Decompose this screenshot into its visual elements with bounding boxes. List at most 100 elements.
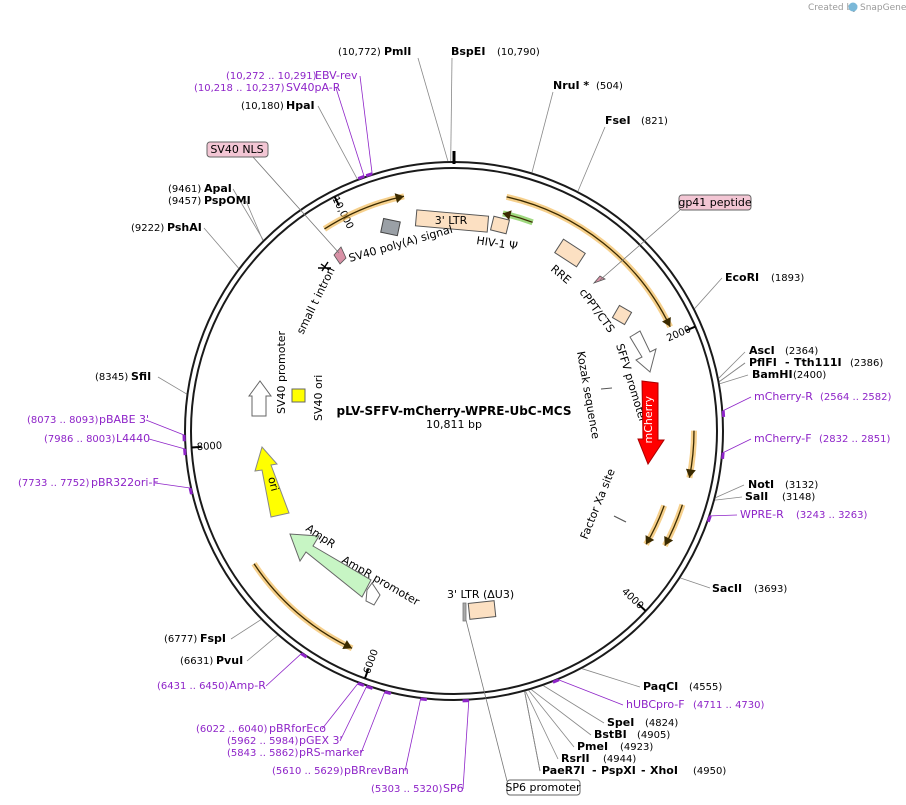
orf-arc-head-6 [502, 210, 512, 221]
site-pmli[interactable]: PmlI [384, 45, 411, 58]
primer-pbabe3[interactable]: pBABE 3' [99, 413, 149, 426]
ampr-arrow [289, 533, 372, 598]
plasmid-name: pLV-SFFV-mCherry-WPRE-UbC-MCS [337, 404, 572, 418]
primer-pbrrevbam[interactable]: pBRrevBam [344, 764, 409, 777]
ltr-small-box [611, 304, 633, 326]
site-tth111i[interactable]: Tth111I [794, 356, 842, 369]
sv40-polya-box [380, 217, 401, 237]
tick-mark-0 [685, 325, 696, 332]
primer-pbrrevbam-pos: (5610 .. 5629) [272, 766, 344, 777]
site-paer7i[interactable]: PaeR7I [542, 764, 585, 777]
primer-amp-r[interactable]: Amp-R [229, 679, 266, 692]
sv40-nls-marker [333, 246, 347, 265]
leader-site-paqci-12 [581, 668, 641, 688]
cppt-label: cPPT/CTS [577, 286, 618, 335]
sp6-promoter-leader [465, 619, 508, 782]
site-pvui-pos: (6631) [180, 656, 213, 667]
site-hpai[interactable]: HpaI [286, 99, 315, 112]
primer-sp6[interactable]: SP6 [443, 782, 464, 795]
credit-prefix: Created by [808, 3, 858, 13]
site-fspi[interactable]: FspI [200, 632, 226, 645]
site-pspxi[interactable]: PspXI [601, 764, 636, 777]
site-ecori-pos: (1893) [771, 273, 804, 284]
site-dash-2: - [592, 764, 597, 777]
sv40-promoter-label: SV40 promoter [275, 330, 288, 414]
site-ecori[interactable]: EcoRI [725, 271, 759, 284]
orf-arc-head-5 [394, 193, 405, 203]
ltr3-top-box [414, 209, 490, 233]
site-apai[interactable]: ApaI [204, 182, 232, 195]
site-paqci[interactable]: PaqCI [643, 680, 678, 693]
site-asci[interactable]: AscI [749, 344, 775, 357]
primer-ebv-rev[interactable]: EBV-rev [315, 69, 358, 82]
leader-primer-pgex3-34 [339, 686, 367, 742]
site-sfii[interactable]: SfiI [131, 370, 151, 383]
site-spei[interactable]: SpeI [607, 716, 634, 729]
primer-pbr322ori-f[interactable]: pBR322ori-F [91, 476, 159, 489]
leader-site-sali-10 [714, 496, 743, 501]
orf-arc-head-2 [664, 536, 674, 546]
leader-site-bamhi-8 [719, 374, 749, 385]
primer-mcherry-r-pos: (2564 .. 2582) [820, 392, 892, 403]
site-rsrii[interactable]: RsrII [561, 752, 590, 765]
sp6-promoter-label: SP6 promoter [505, 781, 581, 794]
site-bamhi-pos: (2400) [793, 370, 826, 381]
site-bspei[interactable]: BspEI [451, 45, 485, 58]
site-sali[interactable]: SalI [745, 490, 768, 503]
primer-hubcpro-f[interactable]: hUBCpro-F [626, 698, 685, 711]
site-xhoi-pos: (4950) [693, 766, 726, 777]
leader-primer-sv40pa-r-40 [335, 87, 365, 177]
leader-primer-mcherry-r-27 [723, 396, 752, 412]
site-bspei-pos: (10,790) [497, 47, 540, 58]
site-xhoi[interactable]: XhoI [650, 764, 678, 777]
primer-mcherry-f[interactable]: mCherry-F [754, 432, 812, 445]
orf-arc-4 [253, 563, 353, 649]
primer-hubcpro-f-pos: (4711 .. 4730) [693, 700, 765, 711]
primer-mcherry-r[interactable]: mCherry-R [754, 390, 813, 403]
credit-brand: SnapGene [860, 3, 906, 13]
leader-site-noti-9 [715, 484, 745, 499]
primer-pbrforeco[interactable]: pBRforEco [269, 722, 326, 735]
site-tth111i-pos: (2386) [850, 358, 883, 369]
leader-site-drui-2 [531, 91, 554, 173]
primer-amp-r-pos: (6431 .. 6450) [157, 681, 229, 692]
plasmid-length: 10,811 bp [426, 418, 482, 431]
sffv-promoter-arrow [629, 330, 657, 373]
site-sacii[interactable]: SacII [712, 582, 742, 595]
primer-prs-marker[interactable]: pRS-marker [299, 746, 364, 759]
leader-primer-pbabe3-39 [145, 419, 185, 436]
leader-site-sfii-22 [157, 376, 187, 395]
site-pvui[interactable]: PvuI [216, 654, 243, 667]
leader-site-hpai-26 [317, 105, 358, 180]
site-pspomi[interactable]: PspOMI [204, 194, 251, 207]
primer-pgex3[interactable]: pGEX 3' [299, 734, 343, 747]
site-bstbi[interactable]: BstBI [594, 728, 627, 741]
primer-l4440-pos: (7986 .. 8003) [44, 434, 116, 445]
hiv-psi-label: HIV-1 Ψ [476, 234, 519, 253]
orf-arc-head-1 [685, 468, 696, 478]
primer-pbabe3-pos: (8073 .. 8093) [27, 415, 99, 426]
primer-bar-primer-hubcpro-f [552, 678, 560, 684]
primer-l4440[interactable]: L4440 [116, 432, 150, 445]
site-fsei[interactable]: FseI [605, 114, 631, 127]
site-bamhi[interactable]: BamHI [752, 368, 793, 381]
factorxa-tick [613, 515, 627, 523]
callout-sp6-promoter: SP6 promoter [465, 619, 581, 796]
leader-primer-mcherry-f-28 [722, 438, 752, 454]
snapgene-credit: Created by SnapGene [808, 2, 906, 13]
site-fsei-pos: (821) [641, 116, 668, 127]
rre-box [554, 238, 586, 268]
leader-lines [145, 57, 752, 790]
leader-site-pflfi-7 [719, 362, 746, 382]
site-drui[interactable]: NruI * [553, 79, 589, 92]
site-drui-pos: (504) [596, 81, 623, 92]
site-pmei[interactable]: PmeI [577, 740, 608, 753]
primer-wpre-r[interactable]: WPRE-R [740, 508, 784, 521]
primer-sv40pa-r[interactable]: SV40pA-R [286, 81, 341, 94]
leader-primer-wpre-r-29 [710, 514, 738, 517]
site-pflfi[interactable]: PflFI [749, 356, 777, 369]
rre-label: RRE [548, 262, 573, 286]
site-pshai[interactable]: PshAI [167, 221, 202, 234]
site-noti[interactable]: NotI [748, 478, 774, 491]
